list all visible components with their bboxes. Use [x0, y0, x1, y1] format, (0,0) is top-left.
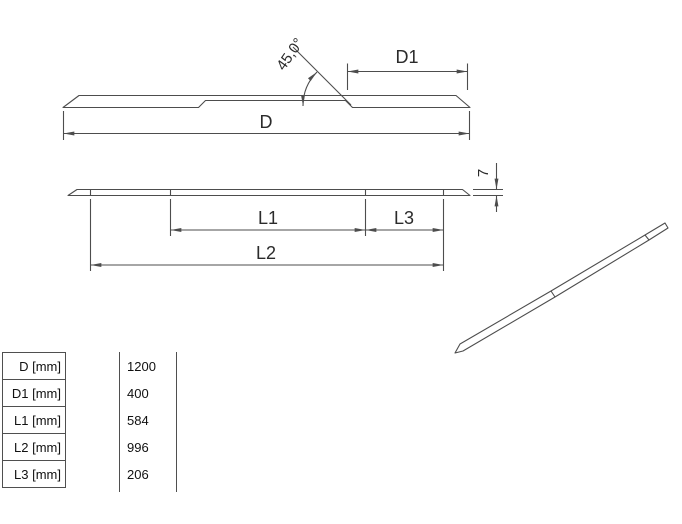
- table-row: L2 [mm] 996: [2, 433, 182, 461]
- dimension-name-cell: D1 [mm]: [2, 379, 66, 407]
- angle-reference-line: [292, 46, 352, 106]
- d1-label: D1: [395, 47, 418, 67]
- table-row: D1 [mm] 400: [2, 379, 182, 407]
- l2-label: L2: [256, 243, 276, 263]
- dimension-name-cell: L1 [mm]: [2, 406, 66, 434]
- d-label: D: [260, 112, 273, 132]
- l3-label: L3: [394, 208, 414, 228]
- table-row: L1 [mm] 584: [2, 406, 182, 434]
- dimension-value-cell: 584: [127, 412, 149, 428]
- top-view-outline: [62, 94, 471, 109]
- angle-label: 45,0°: [273, 35, 307, 74]
- table-row: D [mm] 1200: [2, 352, 182, 380]
- side-view-outline: [67, 188, 471, 197]
- dimension-value-cell: 996: [127, 439, 149, 455]
- dimension-name-cell: D [mm]: [2, 352, 66, 380]
- side-view: [67, 163, 503, 271]
- table-divider: [176, 352, 177, 492]
- isometric-facet-line: [644, 234, 650, 241]
- isometric-facet-line: [550, 290, 556, 298]
- dimension-name-cell: L3 [mm]: [2, 460, 66, 488]
- dimension-value-cell: 400: [127, 385, 149, 401]
- dimensions-table: D [mm] 1200 D1 [mm] 400 L1 [mm] 584 L2 […: [2, 352, 182, 492]
- isometric-view: [454, 222, 669, 354]
- dimension-name-cell: L2 [mm]: [2, 433, 66, 461]
- dimension-value-cell: 1200: [127, 358, 156, 374]
- isometric-outline: [454, 222, 669, 354]
- thickness-label: 7: [475, 169, 492, 177]
- table-row: L3 [mm] 206: [2, 460, 182, 488]
- l1-label: L1: [258, 208, 278, 228]
- table-divider: [119, 352, 120, 492]
- angle-dimension-arc: [301, 71, 318, 107]
- top-view: [62, 46, 471, 140]
- dimension-value-cell: 206: [127, 466, 149, 482]
